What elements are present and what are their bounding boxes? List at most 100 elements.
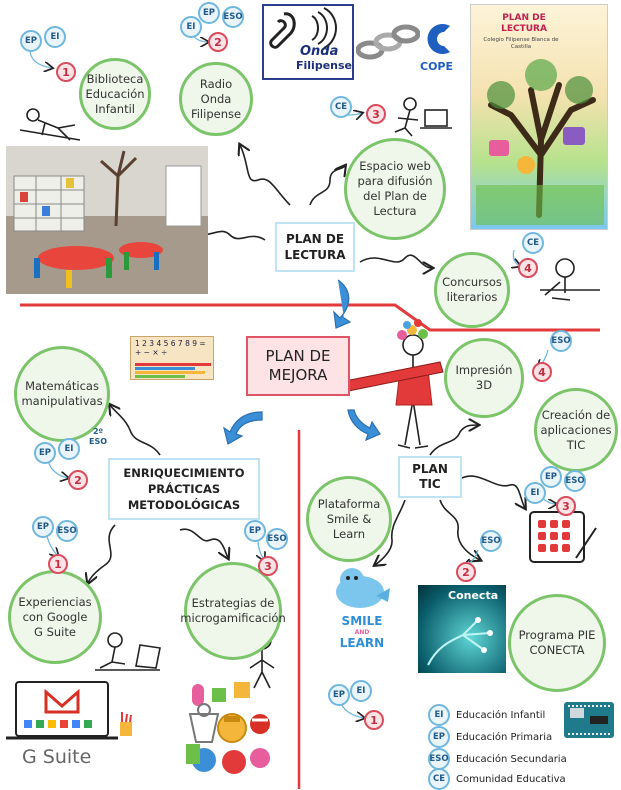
pencil-cup-icon — [120, 712, 132, 736]
number-espacio: 3 — [366, 104, 386, 124]
tag-ep: EP — [540, 466, 562, 488]
onda-title: Onda — [300, 44, 339, 59]
gmail-laptop-icon — [6, 681, 118, 740]
tree-illustration — [476, 59, 604, 225]
connector-tic-smile — [375, 499, 406, 565]
connector-lectura-radio — [240, 145, 291, 206]
onda-filipense-logo: Onda Filipense — [262, 4, 354, 80]
microphone-icon — [269, 7, 337, 49]
divider-top — [20, 303, 600, 332]
connector-lectura-concursos — [359, 254, 432, 268]
cope-logo-icon — [427, 24, 450, 54]
blue-arrow-tic — [347, 409, 381, 442]
plan-mejora-label: PLAN DE MEJORA — [246, 336, 350, 396]
legend-row-comunidad: CE Comunidad Educativa — [428, 768, 566, 790]
connector-enriq-matematicas — [110, 405, 161, 456]
tag-eso: ESO — [222, 6, 244, 28]
legend-tag-ce: CE — [428, 768, 450, 790]
plan-tic-label: PLAN TIC — [398, 456, 462, 498]
legend-row-primaria: EP Educación Primaria — [428, 726, 552, 748]
tag-ei: EI — [350, 680, 372, 702]
gsuite-label: G Suite — [22, 746, 92, 768]
connector-enriq-estrategias — [179, 528, 228, 558]
number-experiencias: 1 — [48, 554, 68, 574]
chain-icon — [356, 24, 420, 60]
tag-2-eso: 2º ESO — [88, 427, 108, 446]
number-estrategias: 3 — [258, 556, 278, 576]
tag-ce: CE — [330, 96, 352, 118]
node-aplicaciones: Creación de aplicaciones TIC — [534, 388, 618, 472]
number-aplicaciones: 3 — [556, 496, 576, 516]
smile-word: SMILE — [341, 614, 383, 628]
plan-lectura-label: PLAN DE LECTURA — [275, 222, 355, 272]
tag-eso: ESO — [550, 330, 572, 352]
node-experiencias: Experiencias con Google G Suite — [8, 570, 102, 664]
legend-tag-ei: EI — [428, 704, 450, 726]
color-sticks-icon — [135, 363, 211, 378]
legend-label-primaria: Educación Primaria — [456, 731, 553, 743]
legend-row-secundaria: ESO Educación Secundaria — [428, 748, 567, 770]
connector-enriq-experiencias — [88, 524, 116, 583]
node-smile: Plataforma Smile & Learn — [306, 476, 392, 562]
flower-hair — [397, 319, 428, 340]
number-impresion: 4 — [532, 362, 552, 382]
node-biblioteca: Biblioteca Educación Infantil — [79, 58, 151, 130]
number-matematicas: 2 — [68, 470, 88, 490]
legend-label-comunidad: Comunidad Educativa — [456, 773, 566, 785]
tag-ep: EP — [328, 684, 350, 706]
node-espacio-web: Espacio web para difusión del Plan de Le… — [344, 138, 446, 240]
tag-ei: EI — [58, 438, 80, 460]
poster-title: PLAN DE LECTURA — [501, 13, 547, 34]
legend-tag-ep: EP — [428, 726, 450, 748]
seal-mascot-icon — [336, 568, 390, 608]
connector-tic-aplicaciones — [461, 475, 525, 508]
onda-subtitle: Filipense — [296, 59, 352, 72]
tag-ei: EI — [524, 482, 546, 504]
classroom-illustration — [6, 146, 208, 294]
connector-tic-impresion — [429, 425, 478, 456]
math-symbols: 1 2 3 4 5 6 7 8 9 = + − × ÷ — [135, 339, 206, 357]
legend-row-infantil: EI Educación Infantil — [428, 704, 545, 726]
cope-label: COPE — [420, 60, 453, 73]
conecta-label: Conecta — [448, 589, 499, 602]
node-concursos: Concursos literarios — [434, 252, 510, 328]
tag-ei: EI — [180, 16, 202, 38]
smile-and: AND — [354, 629, 370, 636]
classroom-photo — [6, 146, 208, 294]
tag-eso: ESO — [480, 530, 502, 552]
tag-ce: CE — [522, 232, 544, 254]
connector-tic-conecta — [439, 499, 480, 560]
blue-arrow-enriq — [223, 411, 263, 445]
connector-lectura-web — [309, 166, 345, 206]
tag-eso: ESO — [564, 470, 586, 492]
number-concursos: 4 — [518, 258, 538, 278]
tag-ep: EP — [244, 520, 266, 542]
node-pie-conecta: Programa PIE CONECTA — [508, 594, 606, 692]
node-impresion: Impresión 3D — [444, 338, 524, 418]
legend-label-infantil: Educación Infantil — [456, 709, 546, 721]
legend-tag-eso: ESO — [428, 748, 450, 770]
stick-figure-reading — [19, 108, 81, 141]
plan-lectura-poster: PLAN DE LECTURA Colegio Filipense Blanca… — [470, 4, 608, 230]
math-blocks-image: 1 2 3 4 5 6 7 8 9 = + − × ÷ — [130, 336, 214, 380]
poster-school: Colegio Filipense Blanca de Castilla — [483, 37, 559, 50]
tag-ep: EP — [32, 516, 54, 538]
tag-eso: ESO — [56, 520, 78, 542]
stick-figure-writing — [540, 258, 600, 301]
tag-ei: EI — [44, 26, 66, 48]
number-radio: 2 — [208, 32, 228, 52]
hand-network-icon — [427, 617, 493, 666]
tag-ep: EP — [34, 442, 56, 464]
number-smile: 1 — [364, 710, 384, 730]
conecta-image: Conecta — [418, 585, 506, 673]
stick-figure-laptop — [95, 632, 161, 671]
tablet-drawing-icon — [529, 511, 597, 563]
tag-ep: EP — [198, 2, 220, 24]
enriquecimiento-label: ENRIQUECIMIENTO PRÁCTICAS METODOLÓGICAS — [108, 458, 260, 520]
learn-word: LEARN — [339, 636, 385, 650]
gamification-icons — [186, 682, 270, 774]
blue-arrow-lectura — [333, 279, 352, 329]
arduino-board-icon — [564, 702, 614, 738]
legend-label-secundaria: Educación Secundaria — [456, 753, 567, 765]
